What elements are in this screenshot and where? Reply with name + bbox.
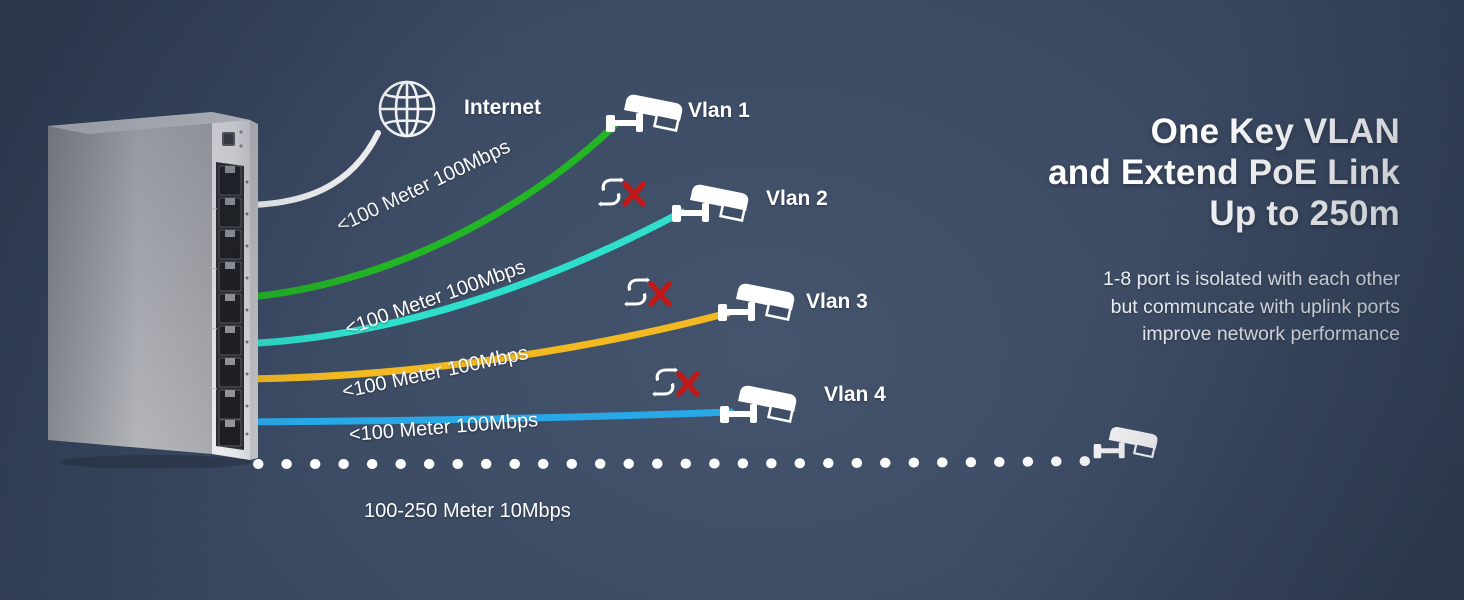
headline-line-2: and Extend PoE Link (1048, 152, 1400, 192)
link-label-extended: 100-250 Meter 10Mbps (364, 500, 571, 522)
vlan4-label: Vlan 4 (824, 383, 886, 406)
link-line-vlan4 (236, 408, 735, 426)
globe-icon (378, 80, 436, 138)
cctv-camera-icon (606, 94, 683, 132)
headline: One Key VLAN and Extend PoE Link Up to 2… (1048, 112, 1400, 235)
x-mark-icon (676, 371, 700, 397)
isolation-badge (596, 173, 646, 211)
link-line-vlan1 (234, 122, 618, 302)
isolation-badge (622, 273, 672, 311)
headline-line-1: One Key VLAN (1150, 112, 1400, 151)
vlan1-label: Vlan 1 (688, 99, 750, 122)
link-line-uplink-internet (249, 130, 381, 208)
no-communication-icon (596, 173, 626, 211)
vlan3-label: Vlan 3 (806, 290, 868, 313)
cctv-camera-icon (672, 184, 749, 222)
no-communication-icon (622, 273, 652, 311)
internet-label: Internet (464, 96, 542, 119)
link-line-extended (253, 456, 1097, 469)
vlan2-label: Vlan 2 (766, 187, 828, 210)
cctv-camera-icon (720, 385, 797, 423)
subcopy: 1-8 port is isolated with each other but… (1103, 266, 1400, 349)
link-line-vlan2 (236, 208, 686, 348)
no-communication-icon (650, 363, 680, 401)
x-mark-icon (648, 281, 672, 307)
isolation-badge (650, 363, 700, 401)
headline-line-3: Up to 250m (1209, 193, 1400, 233)
x-mark-icon (622, 181, 646, 207)
subcopy-line-3: improve network performance (1142, 323, 1400, 346)
cctv-camera-icon (1093, 427, 1158, 459)
subcopy-line-2: but communcate with uplink ports (1110, 295, 1400, 318)
network-switch-icon (48, 112, 258, 468)
subcopy-line-1: 1-8 port is isolated with each other (1103, 268, 1400, 290)
cctv-camera-icon (718, 283, 795, 321)
link-line-vlan3 (234, 309, 732, 383)
